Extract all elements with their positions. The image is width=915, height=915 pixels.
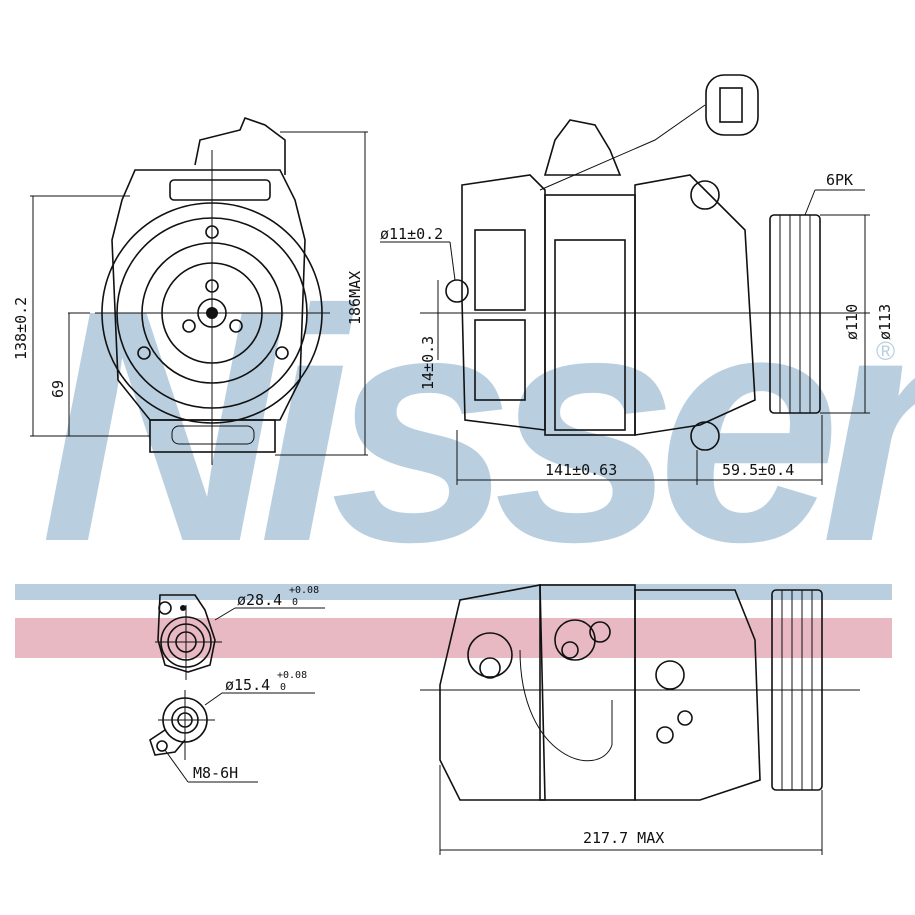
ports-view: ø28.4 +0.08 0 ø15.4 +0.08 0 M8-6H [149,585,325,783]
thread-label: M8-6H [193,764,238,782]
port-small-tol-lower: 0 [280,682,286,693]
side-view: ø11±0.2 14±0.3 141±0.63 59.5±0.4 6PK ø11… [380,74,894,485]
svg-text:Nissens: Nissens [40,241,915,610]
front-view: 138±0.2 69 186MAX [12,116,368,465]
port-large-tol-lower: 0 [292,597,298,608]
pulley-d2-label: ø113 [876,304,894,340]
dim-max-label: 186MAX [346,271,364,325]
port-large-tol-upper: +0.08 [289,585,319,596]
dim-length-label: 141±0.63 [545,461,617,479]
port-small-tol-upper: +0.08 [277,670,307,681]
dim-axis-label: 69 [49,380,67,398]
dim-pulley-offset-label: 59.5±0.4 [722,461,794,479]
top-view: 217.7 MAX [420,584,860,855]
dim-offset-label: 14±0.3 [419,336,437,390]
port-large-label: ø28.4 [237,591,282,609]
pulley-d1-label: ø110 [843,304,861,340]
belt-label: 6PK [826,171,853,189]
dim-hole-label: ø11±0.2 [380,225,443,243]
port-small-label: ø15.4 [225,676,270,694]
blue-stripe [15,584,892,600]
registered-mark: ® [876,336,895,366]
pink-stripe [15,618,892,658]
dim-height-label: 138±0.2 [12,297,30,360]
dim-total-label: 217.7 MAX [583,829,664,847]
